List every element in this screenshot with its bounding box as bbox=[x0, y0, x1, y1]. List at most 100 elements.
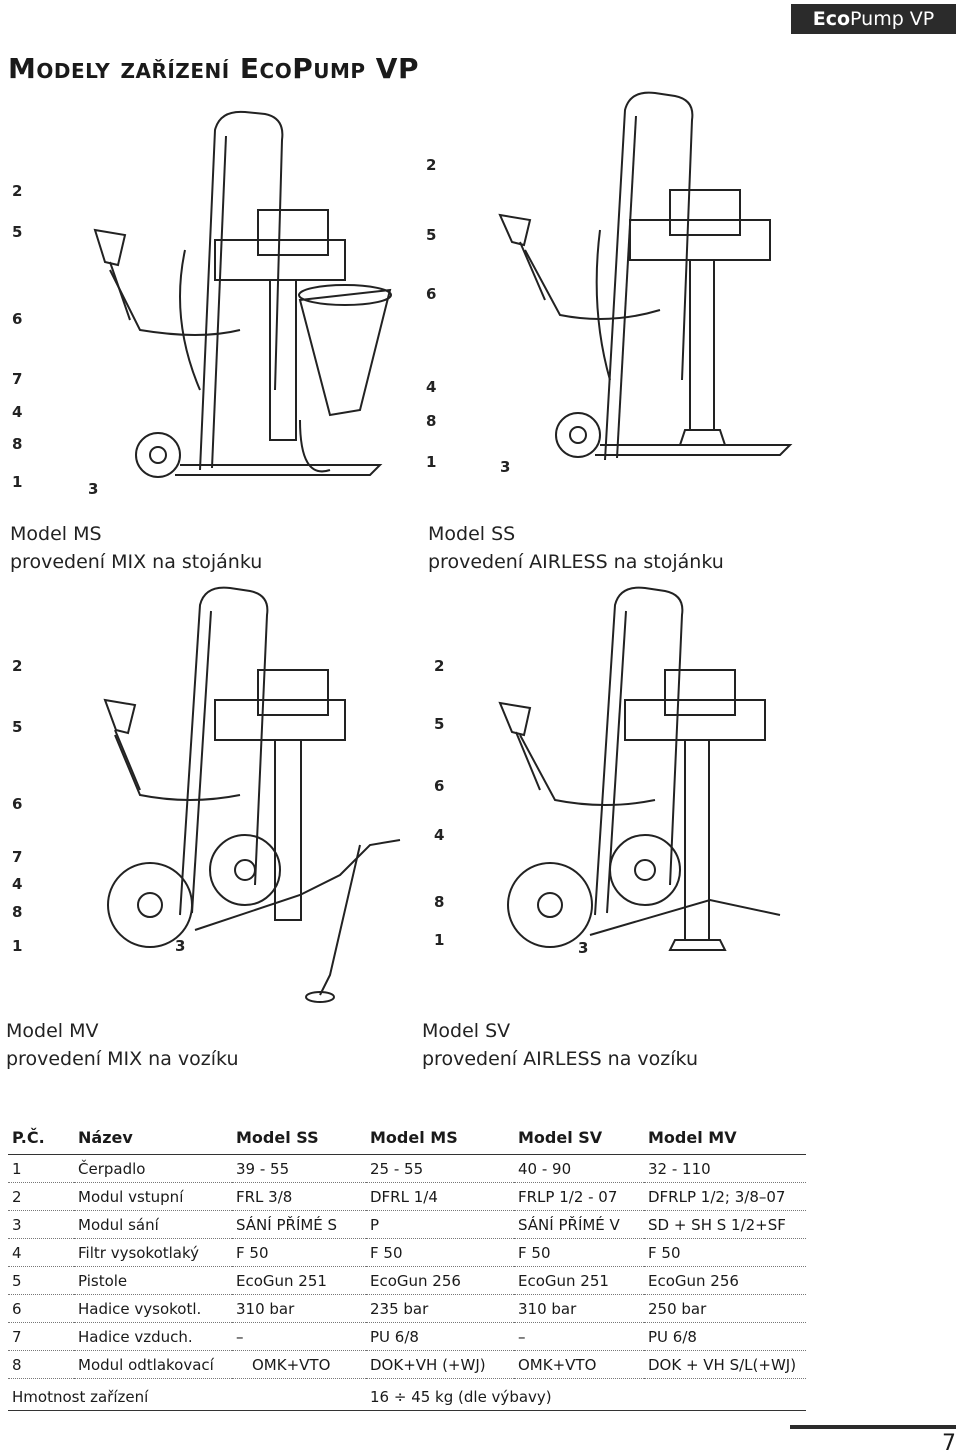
col-header: Název bbox=[74, 1122, 232, 1155]
table-cell: PU 6/8 bbox=[644, 1322, 806, 1351]
callout-1: 1 bbox=[434, 931, 445, 949]
callout-4: 4 bbox=[434, 826, 445, 844]
caption-model-mv: Model MV provedení MIX na vozíku bbox=[6, 1017, 238, 1073]
table-cell: F 50 bbox=[514, 1238, 644, 1267]
col-header: Model MS bbox=[366, 1122, 514, 1155]
pump-illustration-ss bbox=[498, 91, 793, 461]
table-cell: Hadice vzduch. bbox=[74, 1322, 232, 1351]
callout-8: 8 bbox=[12, 903, 23, 921]
callout-1: 1 bbox=[426, 453, 437, 471]
callout-2: 2 bbox=[434, 657, 445, 675]
table-row: 5 Pistole EcoGun 251 EcoGun 256 EcoGun 2… bbox=[8, 1266, 806, 1295]
brand-badge: EcoPump VP bbox=[791, 4, 956, 34]
table-cell: OMK+VTO bbox=[514, 1350, 644, 1379]
callout-5: 5 bbox=[12, 718, 23, 736]
callout-1: 1 bbox=[12, 937, 23, 955]
caption-model-sv: Model SV provedení AIRLESS na vozíku bbox=[422, 1017, 698, 1073]
pump-illustration-sv bbox=[498, 586, 781, 951]
callout-5: 5 bbox=[12, 223, 23, 241]
callout-6: 6 bbox=[434, 777, 445, 795]
table-cell: 250 bar bbox=[644, 1294, 806, 1323]
table-cell: 6 bbox=[8, 1294, 74, 1323]
callout-6: 6 bbox=[426, 285, 437, 303]
weight-value: 16 ÷ 45 kg (dle výbavy) bbox=[366, 1378, 806, 1411]
table-header-row: P.Č. Název Model SS Model MS Model SV Mo… bbox=[8, 1122, 806, 1155]
table-row-weight: Hmotnost zařízení 16 ÷ 45 kg (dle výbavy… bbox=[8, 1378, 806, 1411]
caption-variant: provedení MIX na vozíku bbox=[6, 1048, 239, 1070]
table-cell: 32 - 110 bbox=[644, 1154, 806, 1183]
table-cell: P bbox=[366, 1210, 514, 1239]
table-cell: PU 6/8 bbox=[366, 1322, 514, 1351]
callout-8: 8 bbox=[426, 412, 437, 430]
callout-6: 6 bbox=[12, 795, 23, 813]
table-row: 6 Hadice vysokotl. 310 bar 235 bar 310 b… bbox=[8, 1294, 806, 1323]
caption-model-ss: Model SS provedení AIRLESS na stojánku bbox=[428, 520, 724, 576]
table-cell: DOK + VH S/L(+WJ) bbox=[644, 1350, 806, 1379]
table-row: 2 Modul vstupní FRL 3/8 DFRL 1/4 FRLP 1/… bbox=[8, 1182, 806, 1211]
table-cell: EcoGun 251 bbox=[232, 1266, 366, 1295]
callout-3: 3 bbox=[175, 937, 186, 955]
table-cell: F 50 bbox=[232, 1238, 366, 1267]
brand-rest: Pump VP bbox=[850, 8, 935, 30]
table-cell: Hadice vysokotl. bbox=[74, 1294, 232, 1323]
caption-model: Model MS bbox=[10, 523, 102, 545]
callout-1: 1 bbox=[12, 473, 23, 491]
table-cell: – bbox=[514, 1322, 644, 1351]
callout-3: 3 bbox=[88, 480, 99, 498]
table-cell: EcoGun 251 bbox=[514, 1266, 644, 1295]
table-cell: 8 bbox=[8, 1350, 74, 1379]
callout-2: 2 bbox=[12, 182, 23, 200]
page-number: 7 bbox=[790, 1425, 956, 1456]
table-row: 8 Modul odtlakovací OMK+VTO DOK+VH (+WJ)… bbox=[8, 1350, 806, 1379]
callout-8: 8 bbox=[12, 435, 23, 453]
table-cell: 3 bbox=[8, 1210, 74, 1239]
table-cell: 39 - 55 bbox=[232, 1154, 366, 1183]
weight-label: Hmotnost zařízení bbox=[8, 1378, 366, 1411]
callout-4: 4 bbox=[12, 403, 23, 421]
callout-3: 3 bbox=[578, 939, 589, 957]
col-header: Model SV bbox=[514, 1122, 644, 1155]
caption-model-ms: Model MS provedení MIX na stojánku bbox=[10, 520, 262, 576]
table-cell: 4 bbox=[8, 1238, 74, 1267]
callout-3: 3 bbox=[500, 458, 511, 476]
callout-5: 5 bbox=[426, 226, 437, 244]
table-cell: FRL 3/8 bbox=[232, 1182, 366, 1211]
page-title: Modely zařízení EcoPump VP bbox=[8, 52, 419, 85]
table-row: 3 Modul sání SÁNÍ PŘÍMÉ S P SÁNÍ PŘÍMÉ V… bbox=[8, 1210, 806, 1239]
spec-table: P.Č. Název Model SS Model MS Model SV Mo… bbox=[8, 1122, 806, 1411]
table-cell: Modul sání bbox=[74, 1210, 232, 1239]
col-header: P.Č. bbox=[8, 1122, 74, 1155]
table-cell: Modul vstupní bbox=[74, 1182, 232, 1211]
callout-2: 2 bbox=[12, 657, 23, 675]
pump-illustration-ms bbox=[93, 110, 392, 478]
table-cell: DFRL 1/4 bbox=[366, 1182, 514, 1211]
table-cell: DOK+VH (+WJ) bbox=[366, 1350, 514, 1379]
table-cell: Modul odtlakovací bbox=[74, 1350, 232, 1379]
caption-model: Model SV bbox=[422, 1020, 511, 1042]
table-cell: Filtr vysokotlaký bbox=[74, 1238, 232, 1267]
table-cell: 310 bar bbox=[232, 1294, 366, 1323]
pump-illustration-mv bbox=[103, 586, 401, 1003]
table-cell: SD + SH S 1/2+SF bbox=[644, 1210, 806, 1239]
table-cell: 40 - 90 bbox=[514, 1154, 644, 1183]
figure-model-ss: 2 5 6 4 8 1 3 bbox=[420, 90, 820, 510]
callout-2: 2 bbox=[426, 156, 437, 174]
figure-model-mv: 2 5 6 7 4 8 1 3 bbox=[0, 585, 420, 1010]
table-cell: 7 bbox=[8, 1322, 74, 1351]
table-cell: FRLP 1/2 - 07 bbox=[514, 1182, 644, 1211]
caption-variant: provedení AIRLESS na vozíku bbox=[422, 1048, 698, 1070]
callout-4: 4 bbox=[426, 378, 437, 396]
table-cell: 235 bar bbox=[366, 1294, 514, 1323]
table-row: 1 Čerpadlo 39 - 55 25 - 55 40 - 90 32 - … bbox=[8, 1154, 806, 1183]
table-cell: SÁNÍ PŘÍMÉ V bbox=[514, 1210, 644, 1239]
table-cell: SÁNÍ PŘÍMÉ S bbox=[232, 1210, 366, 1239]
table-cell: EcoGun 256 bbox=[366, 1266, 514, 1295]
table-cell: EcoGun 256 bbox=[644, 1266, 806, 1295]
table-cell: – bbox=[232, 1322, 366, 1351]
callout-7: 7 bbox=[12, 848, 23, 866]
table-cell: 5 bbox=[8, 1266, 74, 1295]
callout-4: 4 bbox=[12, 875, 23, 893]
col-header: Model MV bbox=[644, 1122, 806, 1155]
table-row: 4 Filtr vysokotlaký F 50 F 50 F 50 F 50 bbox=[8, 1238, 806, 1267]
table-cell: DFRLP 1/2; 3/8–07 bbox=[644, 1182, 806, 1211]
